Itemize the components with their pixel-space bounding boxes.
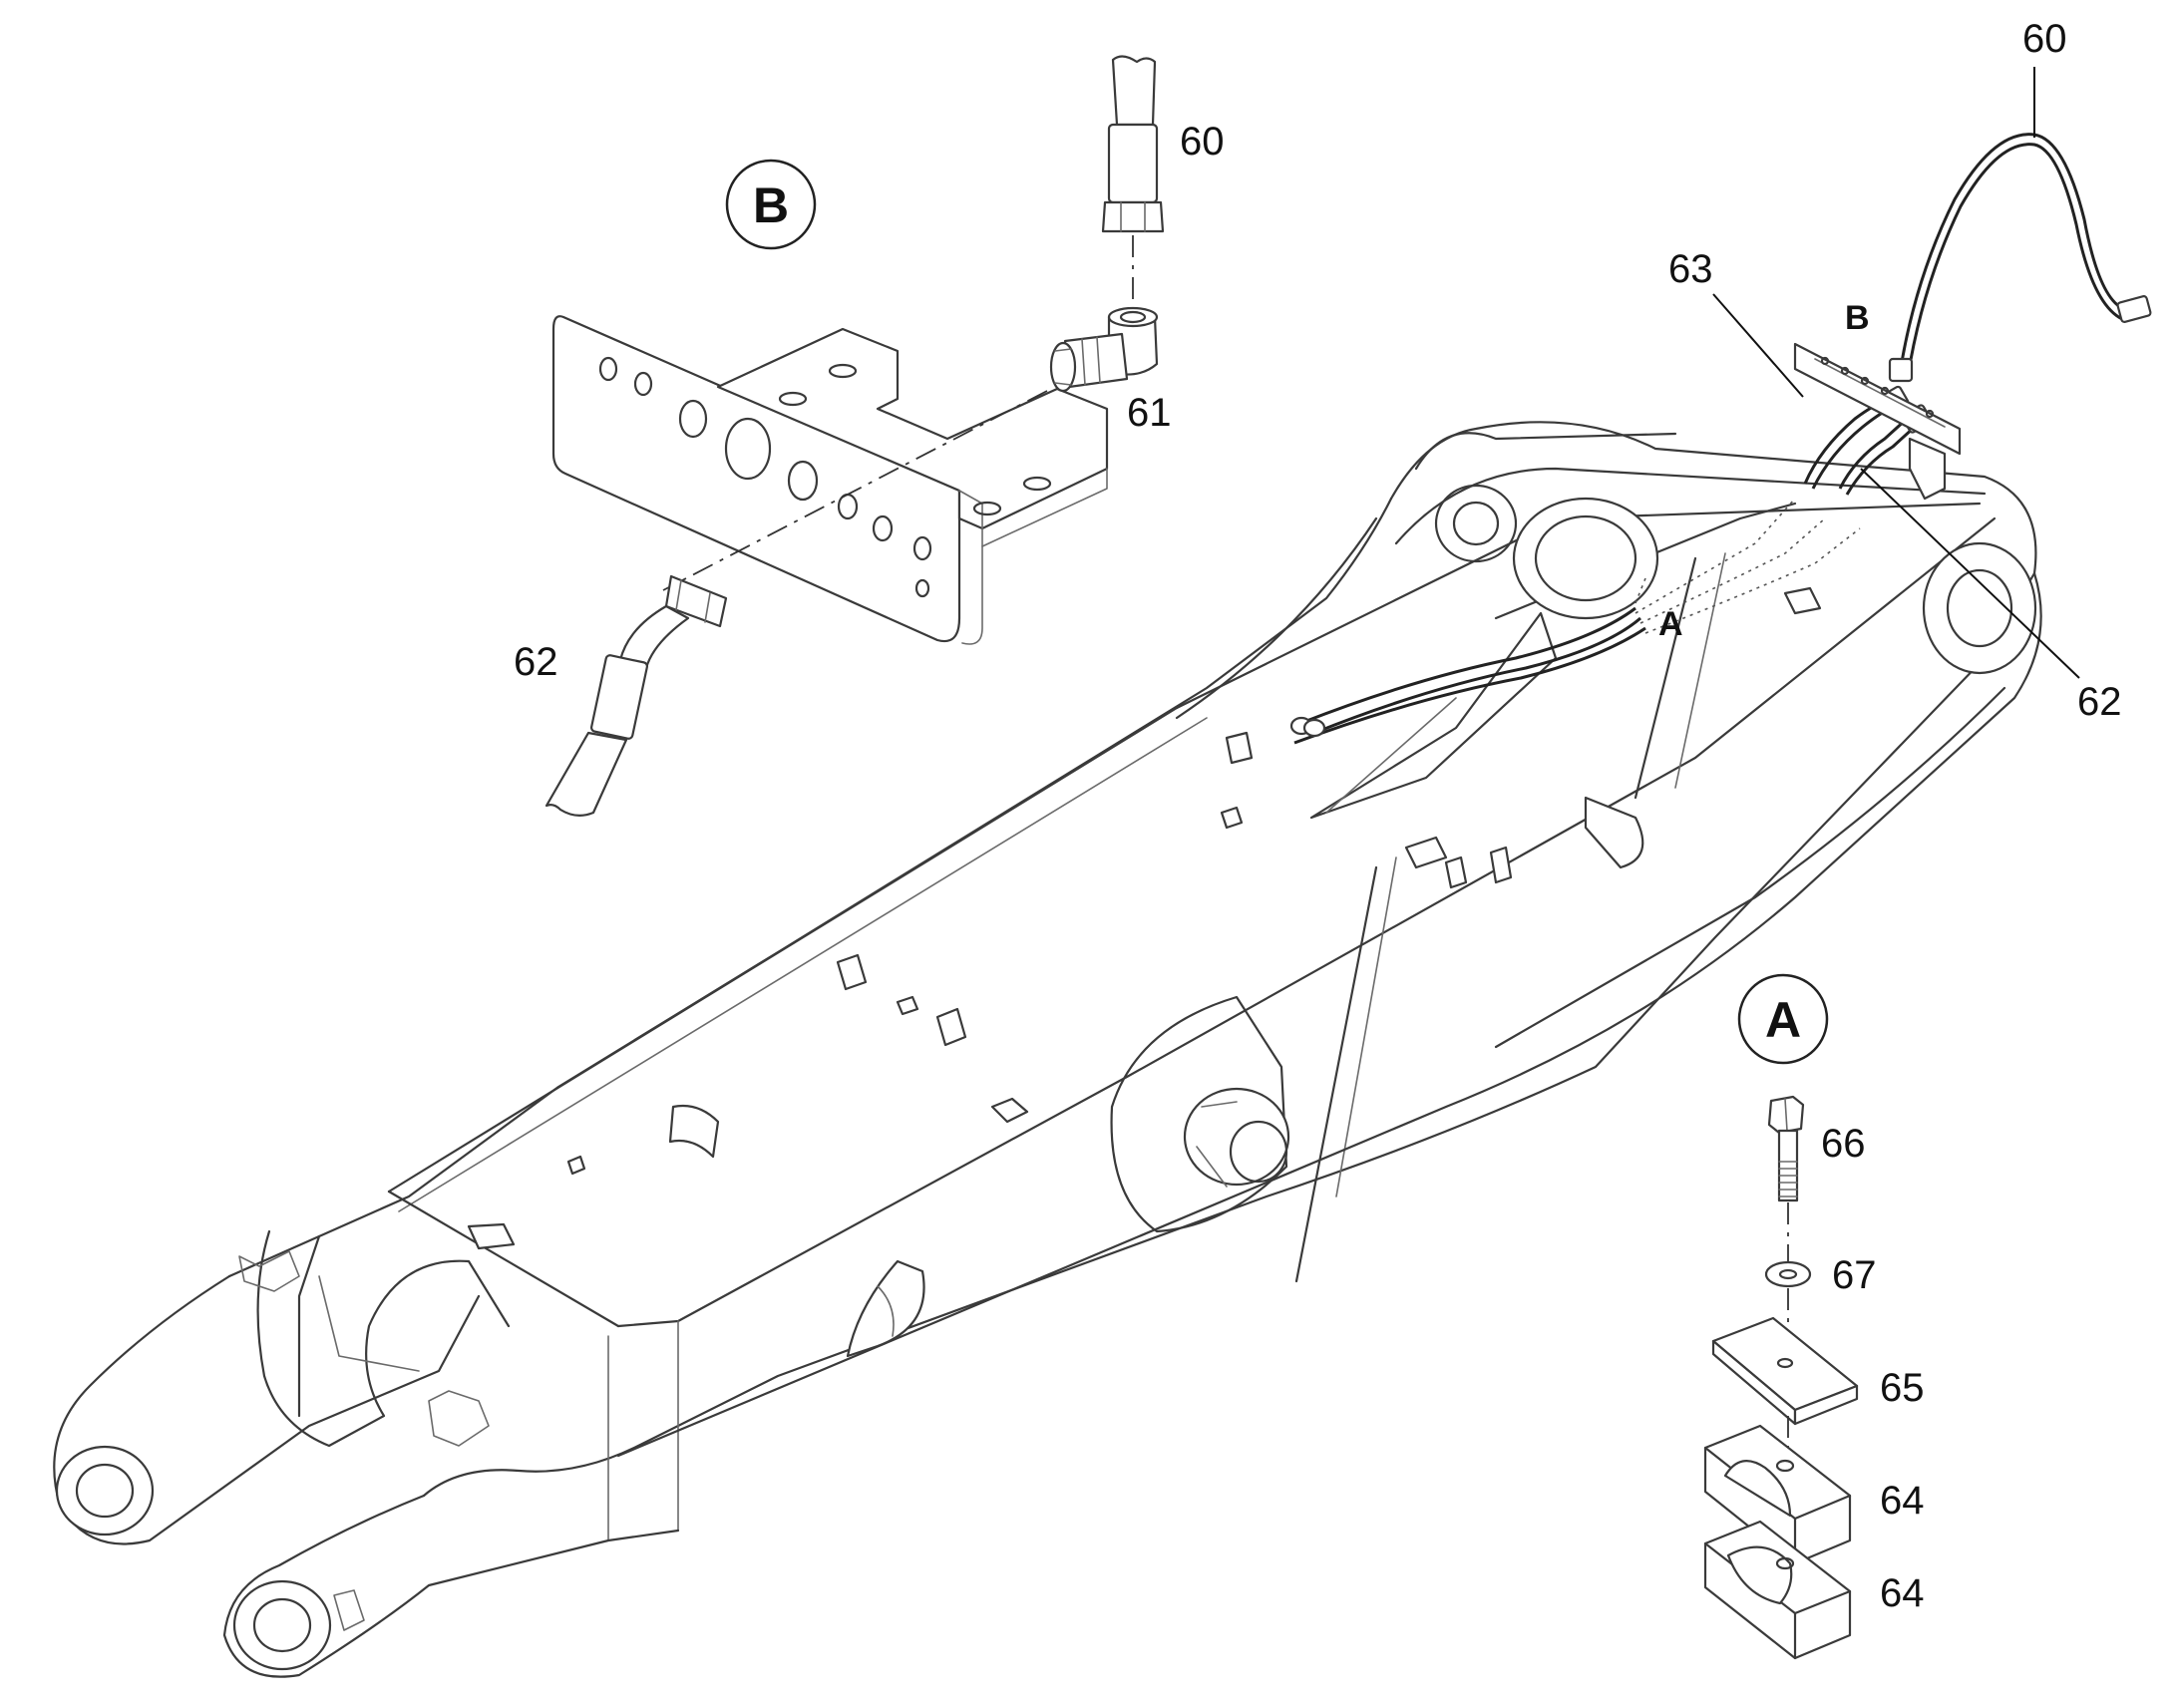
hose-62-detail	[545, 574, 728, 817]
washer-67	[1764, 1260, 1812, 1288]
bolt-66	[1767, 1095, 1805, 1202]
callout-61: 61	[1127, 391, 1172, 435]
callout-64-upper: 64	[1880, 1479, 1925, 1523]
detail-b: B	[514, 55, 1225, 817]
callout-62-main: 62	[2077, 680, 2122, 724]
callout-66: 66	[1821, 1122, 1866, 1166]
detail-a-badge-circle	[1737, 973, 1829, 1065]
leader-62	[1860, 468, 2080, 679]
callout-60-detail: 60	[1180, 120, 1225, 164]
hose-lines-main	[1289, 133, 2152, 745]
detail-b-badge: B	[753, 177, 789, 233]
clamp-half-64-upper	[1703, 1424, 1852, 1565]
hose-60-detail	[1101, 55, 1165, 233]
elbow-fitting-61	[1049, 306, 1159, 393]
detail-b-badge-circle	[725, 159, 817, 250]
callout-60-main: 60	[2022, 17, 2067, 61]
detail-a: A	[1703, 973, 1925, 1660]
view-mark-a: A	[1658, 605, 1683, 643]
boom-arm	[53, 421, 2042, 1678]
callout-65: 65	[1880, 1366, 1925, 1410]
cover-plate-65	[1711, 1316, 1859, 1426]
callout-63: 63	[1668, 247, 1713, 291]
view-mark-b: B	[1845, 299, 1870, 337]
callout-62-detail: 62	[514, 640, 558, 684]
leader-63	[1712, 293, 1804, 398]
assembly-line-61-62	[662, 390, 1048, 591]
mounting-bracket	[551, 315, 1109, 645]
clamp-half-64-lower	[1703, 1520, 1852, 1660]
callout-67: 67	[1832, 1253, 1877, 1297]
callout-64-lower: 64	[1880, 1571, 1925, 1615]
detail-a-badge: A	[1765, 992, 1801, 1048]
